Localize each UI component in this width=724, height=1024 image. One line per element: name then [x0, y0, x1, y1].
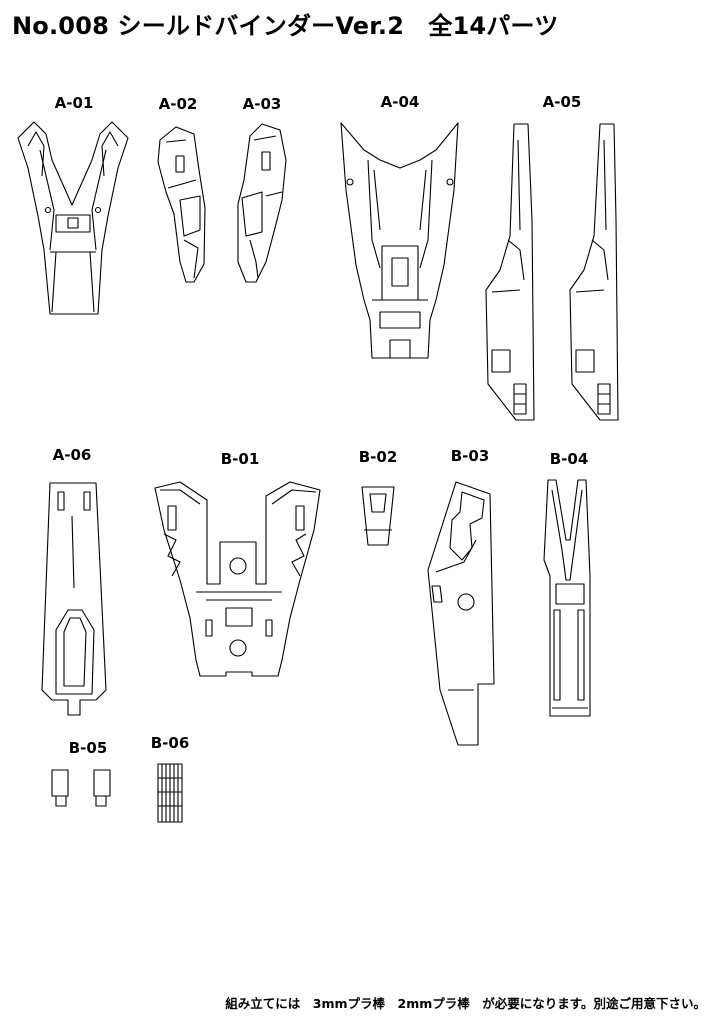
part-label-a05: A-05 — [542, 93, 582, 111]
part-b02-drawing — [361, 486, 395, 546]
part-label-b04: B-04 — [549, 450, 589, 468]
part-a03-drawing — [237, 123, 287, 283]
part-b01-drawing — [154, 481, 321, 677]
part-b05-drawing — [51, 769, 111, 807]
part-b06-drawing — [157, 763, 183, 823]
part-label-b01: B-01 — [220, 450, 260, 468]
part-label-b05: B-05 — [68, 739, 108, 757]
sheet-title: No.008 シールドバインダーVer.2 全14パーツ — [12, 12, 559, 40]
part-label-a06: A-06 — [52, 446, 92, 464]
part-label-b02: B-02 — [358, 448, 398, 466]
assembly-note: 組み立てには 3mmプラ棒 2mmプラ棒 が必要になります。別途ご用意下さい。 — [225, 996, 706, 1011]
part-b03-drawing — [427, 481, 495, 746]
part-a02-drawing — [157, 126, 206, 283]
part-a05-right-drawing — [569, 123, 619, 421]
part-label-a01: A-01 — [54, 94, 94, 112]
part-a01-drawing — [17, 121, 129, 315]
part-a06-drawing — [41, 482, 107, 716]
part-label-b06: B-06 — [150, 734, 190, 752]
part-label-a02: A-02 — [158, 95, 198, 113]
part-label-b03: B-03 — [450, 447, 490, 465]
part-a04-drawing — [340, 122, 459, 359]
part-label-a04: A-04 — [380, 93, 420, 111]
part-a05-left-drawing — [485, 123, 535, 421]
part-b04-drawing — [543, 479, 591, 717]
part-label-a03: A-03 — [242, 95, 282, 113]
